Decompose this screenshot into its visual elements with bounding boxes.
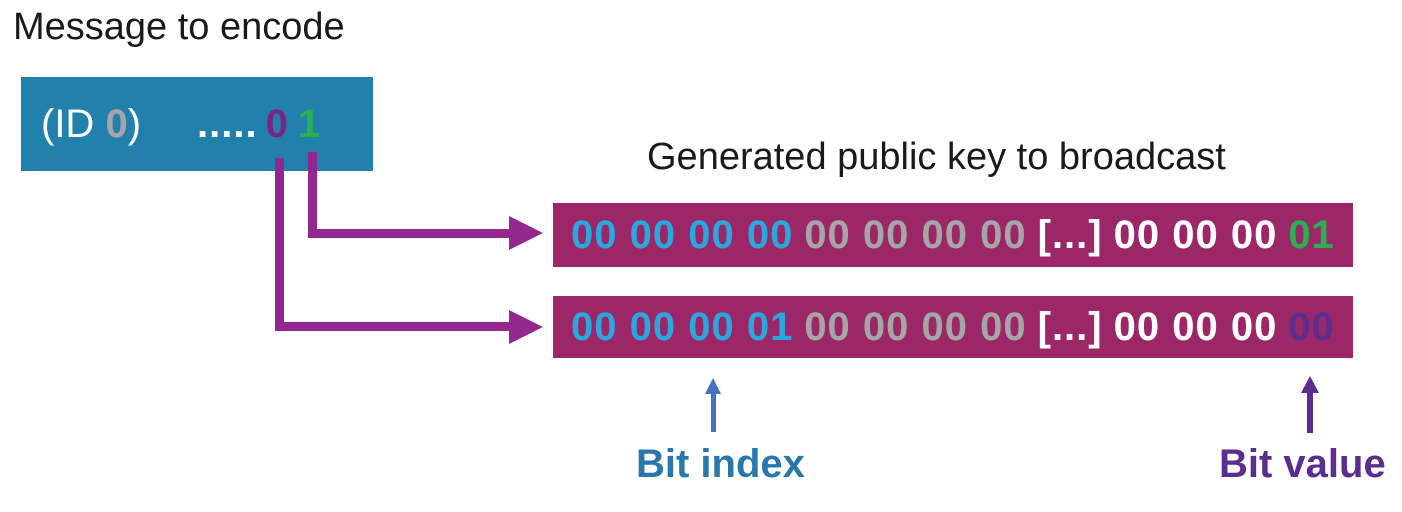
message-box: (ID 0) ..... 0 1 (21, 77, 373, 171)
hex-segment: [...] (1037, 304, 1103, 349)
message-title: Message to encode (13, 6, 345, 48)
elbow-arrow-bottom-head-icon (509, 310, 543, 344)
bit-index-up-arrow-icon (705, 378, 721, 394)
public-key-title: Generated public key to broadcast (647, 136, 1226, 178)
elbow-arrow-bottom-horizontal-icon (275, 322, 512, 331)
elbow-arrow-top-head-icon (509, 216, 543, 250)
message-ellipsis-dots: ..... (197, 101, 258, 146)
bit-value-label: Bit value (1219, 442, 1386, 486)
hex-segment: 00 (1288, 304, 1335, 349)
hex-segment: 00 00 00 00 (804, 304, 1027, 349)
hex-segment: 00 00 00 00 (571, 212, 794, 257)
hex-segment: [...] (1037, 212, 1103, 257)
bit-value-up-arrow-icon (1301, 376, 1319, 393)
hex-segment: 00 00 00 00 (804, 212, 1027, 257)
message-bit-left: 0 (265, 101, 288, 146)
elbow-arrow-top-horizontal-icon (308, 229, 512, 238)
message-bit-right: 1 (297, 101, 321, 146)
message-id-close-paren: ) (127, 101, 142, 146)
hex-segment: 01 (1288, 212, 1335, 257)
message-id-digit: 0 (105, 101, 128, 146)
bit-index-label: Bit index (636, 442, 805, 486)
hex-segment: 00 00 00 (1113, 212, 1278, 257)
elbow-arrow-bottom-vertical-icon (275, 158, 284, 331)
bit-value-up-arrow-shaft-icon (1307, 392, 1313, 433)
elbow-arrow-top-vertical-icon (308, 152, 317, 238)
bit-index-up-arrow-shaft-icon (711, 392, 716, 432)
message-id-prefix: (ID (41, 101, 106, 146)
hex-segment: 00 00 00 01 (571, 304, 794, 349)
hex-segment: 00 00 00 (1113, 304, 1278, 349)
